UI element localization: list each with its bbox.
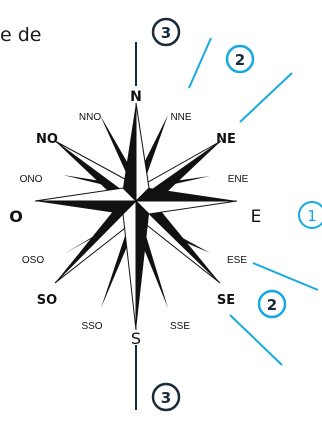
marker-1: 1 bbox=[298, 201, 322, 229]
label-ene: ENE bbox=[228, 174, 249, 185]
label-east: E bbox=[251, 207, 262, 227]
label-ese: ESE bbox=[227, 255, 247, 266]
compass-star bbox=[34, 102, 238, 331]
label-west: O bbox=[9, 207, 23, 226]
label-south: S bbox=[131, 329, 141, 348]
svg-text:2: 2 bbox=[235, 51, 245, 69]
spike-w-bottom bbox=[35, 201, 136, 214]
marker-2-top: 2 bbox=[225, 44, 255, 74]
spike-s-right bbox=[136, 201, 149, 330]
spike-sw-dark bbox=[55, 194, 136, 283]
label-ono: ONO bbox=[20, 174, 43, 185]
label-north: N bbox=[130, 89, 142, 105]
guide-line-ese bbox=[252, 262, 319, 291]
svg-text:2: 2 bbox=[267, 296, 277, 314]
label-northeast: NE bbox=[216, 132, 236, 147]
svg-text:3: 3 bbox=[161, 389, 171, 407]
label-northwest: NO bbox=[36, 132, 58, 147]
label-sso: SSO bbox=[81, 321, 102, 332]
guide-line-se bbox=[229, 314, 283, 366]
label-sse: SSE bbox=[170, 321, 190, 332]
spike-s-left bbox=[122, 199, 137, 331]
guide-line-ne bbox=[239, 72, 293, 123]
guide-line-nne bbox=[188, 37, 212, 89]
label-oso: OSO bbox=[22, 255, 44, 266]
label-southeast: SE bbox=[217, 293, 235, 308]
label-nno: NNO bbox=[79, 112, 101, 123]
svg-text:3: 3 bbox=[161, 24, 171, 42]
spike-e-bottom bbox=[134, 200, 238, 215]
spike-e-top bbox=[136, 188, 237, 201]
label-southwest: SO bbox=[37, 293, 57, 308]
intro-text-fragment: e de bbox=[0, 24, 42, 46]
svg-text:1: 1 bbox=[307, 207, 317, 225]
marker-2-bottom: 2 bbox=[257, 289, 287, 319]
spike-w-top bbox=[34, 187, 138, 202]
marker-3-top: 3 bbox=[151, 17, 181, 47]
spike-n-left bbox=[123, 103, 136, 201]
spike-n-right bbox=[135, 102, 150, 203]
label-nne: NNE bbox=[170, 112, 191, 123]
marker-3-bottom: 3 bbox=[151, 382, 181, 412]
